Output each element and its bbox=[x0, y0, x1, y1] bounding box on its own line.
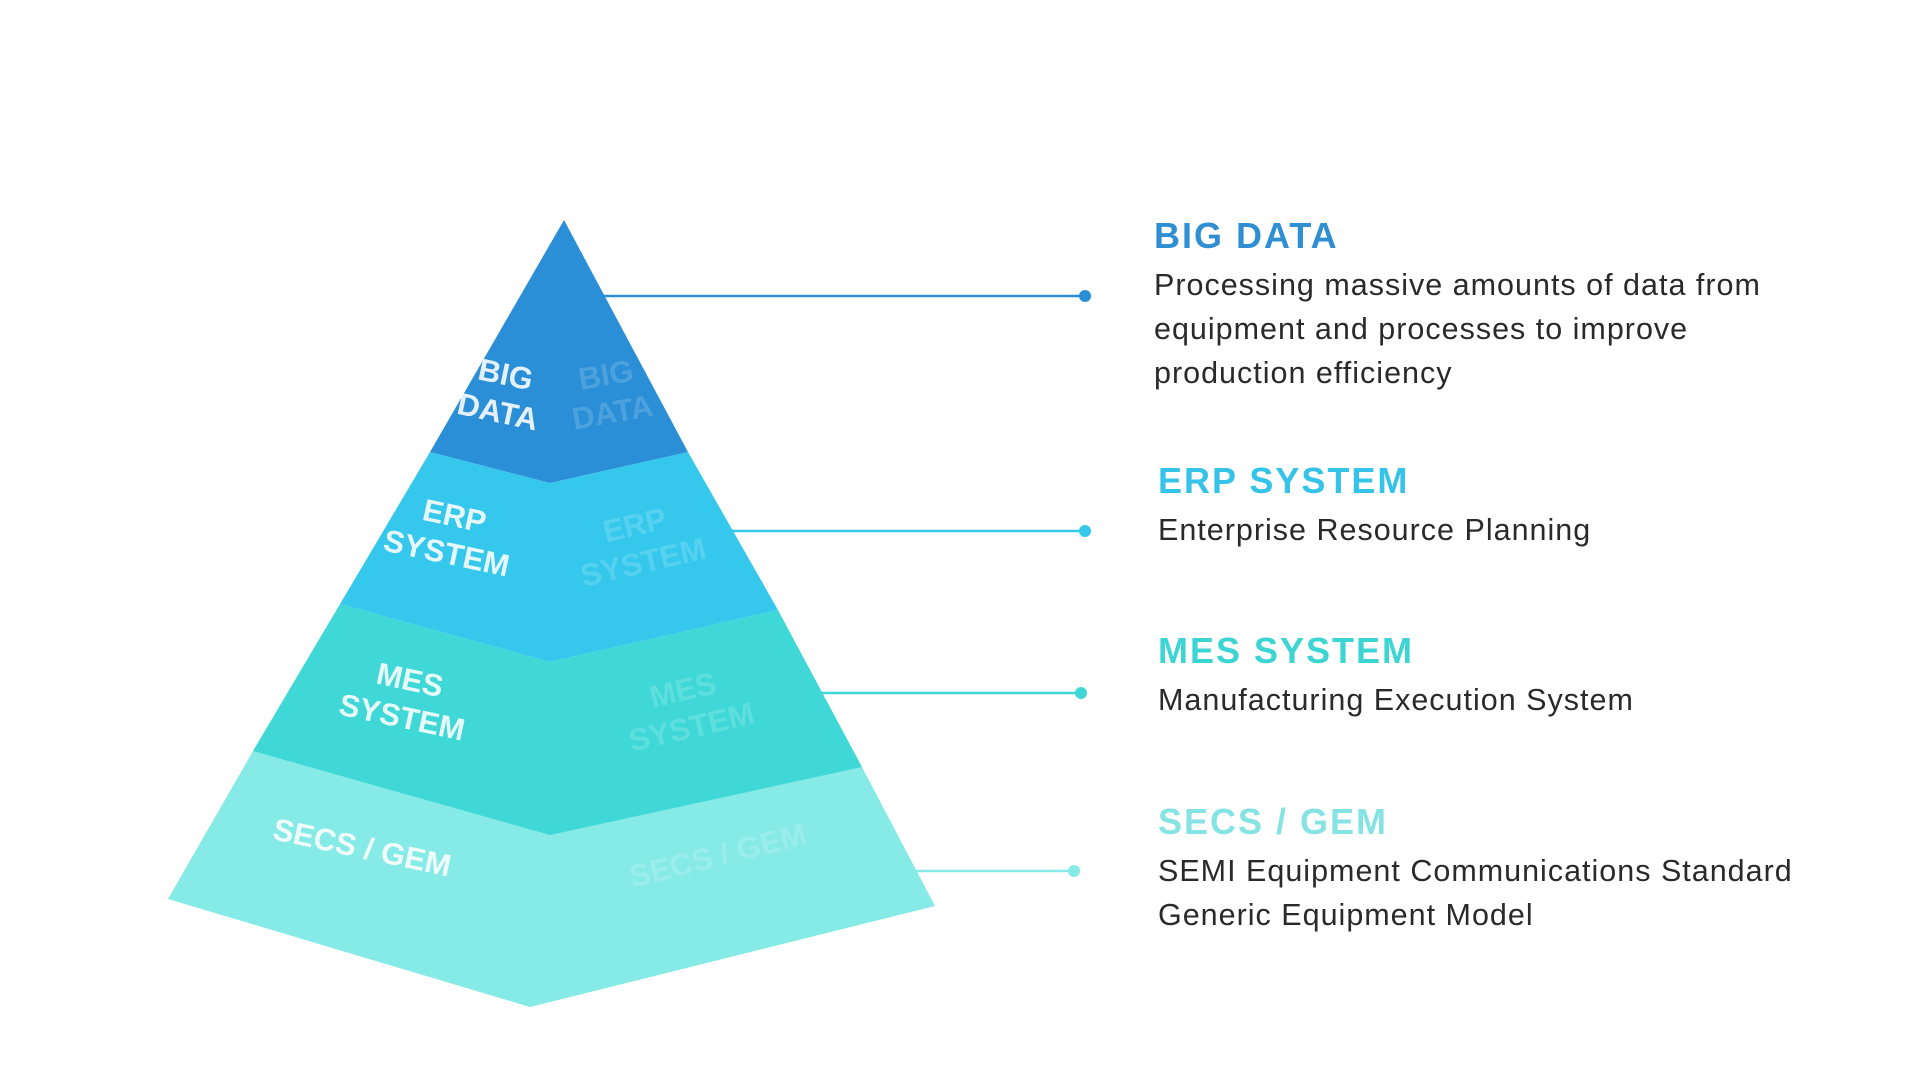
connector-dot-secs-gem bbox=[1068, 865, 1080, 877]
layer-text-erp: ERP SYSTEM Enterprise Resource Planning bbox=[1158, 459, 1918, 552]
layer-description-mes: Manufacturing Execution System bbox=[1158, 678, 1918, 722]
pyramid-layer-mes bbox=[253, 604, 862, 835]
description-line: Enterprise Resource Planning bbox=[1158, 513, 1592, 547]
layer-description-secs-gem: SEMI Equipment Communications Standard G… bbox=[1158, 849, 1918, 937]
layer-description-erp: Enterprise Resource Planning bbox=[1158, 508, 1918, 552]
description-line: Generic Equipment Model bbox=[1158, 898, 1534, 932]
layer-text-big-data: BIG DATA Processing massive amounts of d… bbox=[1154, 214, 1914, 395]
connector-dot-erp bbox=[1079, 525, 1091, 537]
pyramid-layer-erp bbox=[340, 452, 778, 662]
pyramid-layer-secs-gem bbox=[168, 751, 935, 1007]
layer-description-big-data: Processing massive amounts of data from … bbox=[1154, 263, 1914, 395]
layer-title-secs-gem: SECS / GEM bbox=[1158, 801, 1389, 842]
description-line: SEMI Equipment Communications Standard bbox=[1158, 854, 1793, 888]
layer-text-secs-gem: SECS / GEM SEMI Equipment Communications… bbox=[1158, 800, 1918, 937]
connector-dot-big-data bbox=[1079, 290, 1091, 302]
layer-title-erp: ERP SYSTEM bbox=[1158, 460, 1410, 501]
description-line: Manufacturing Execution System bbox=[1158, 683, 1634, 717]
layer-title-mes: MES SYSTEM bbox=[1158, 630, 1415, 671]
pyramid-layer-big-data bbox=[430, 220, 688, 483]
layer-text-mes: MES SYSTEM Manufacturing Execution Syste… bbox=[1158, 629, 1918, 722]
description-line: production efficiency bbox=[1154, 356, 1453, 390]
connector-dot-mes bbox=[1075, 687, 1087, 699]
description-line: equipment and processes to improve bbox=[1154, 312, 1689, 346]
description-line: Processing massive amounts of data from bbox=[1154, 268, 1761, 302]
layer-title-big-data: BIG DATA bbox=[1154, 215, 1339, 256]
